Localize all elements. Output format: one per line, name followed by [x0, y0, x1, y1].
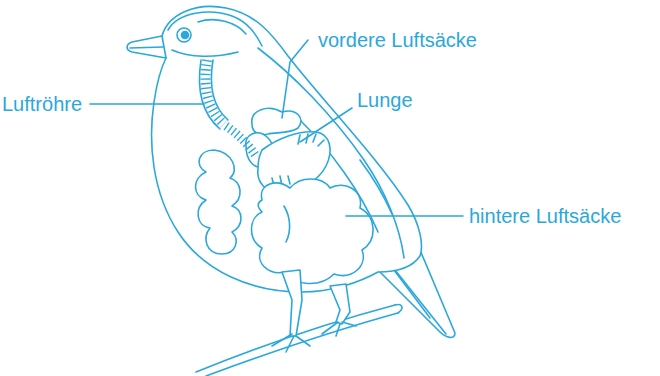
- rear-air-sac-fold: [284, 206, 290, 242]
- trachea-wall: [211, 60, 228, 120]
- leader-line: [346, 215, 463, 217]
- bird-leg: [282, 270, 302, 336]
- part-label: Luftröhre: [2, 92, 82, 116]
- bird-toes: [272, 334, 310, 352]
- bird-pupil: [182, 32, 189, 39]
- bird-eye: [177, 28, 191, 42]
- trachea-wall: [199, 60, 220, 129]
- bird-leg: [330, 284, 350, 324]
- front-air-sac: [252, 108, 301, 134]
- head-marking: [198, 20, 246, 34]
- part-label: hintere Luftsäcke: [469, 204, 621, 228]
- perch-branch: [206, 313, 398, 376]
- leader-line: [300, 108, 352, 142]
- chest-air-sac: [196, 150, 242, 254]
- wing-feather: [360, 160, 392, 214]
- lung-rib: [272, 134, 324, 186]
- rear-air-sac: [252, 179, 374, 284]
- bird-toes: [322, 322, 356, 336]
- part-label: vordere Luftsäcke: [318, 28, 477, 52]
- bronchus-rings: [226, 126, 256, 156]
- bird-beak: [127, 36, 166, 58]
- head-marking: [168, 12, 262, 46]
- leader-line: [90, 103, 204, 105]
- tail-feather: [395, 270, 446, 334]
- head-marking: [172, 50, 238, 56]
- part-label: Lunge: [357, 88, 413, 112]
- perch-twig: [395, 305, 402, 313]
- bird-beak-line: [130, 47, 163, 48]
- leader-line: [282, 40, 308, 118]
